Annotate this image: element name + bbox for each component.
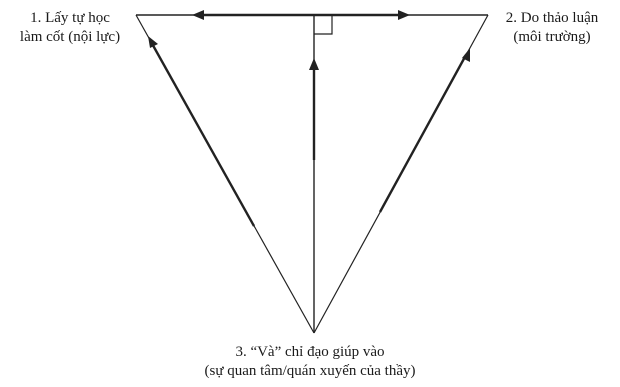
label-self-study-line1: 1. Lấy tự học (30, 10, 110, 26)
label-discussion: 2. Do thảo luận (môi trường) (484, 9, 620, 47)
label-self-study-line2: làm cốt (nội lực) (19, 29, 121, 45)
arrowhead-left (192, 10, 204, 20)
label-guidance: 3. “Và” chỉ đạo giúp vào (sự quan tâm/qu… (160, 343, 460, 381)
arrowhead-right (398, 10, 410, 20)
right-edge-heavy (378, 54, 468, 213)
left-edge-heavy (148, 39, 256, 227)
label-self-study: 1. Lấy tự học làm cốt (nội lực) (2, 9, 138, 47)
arrowhead-right-edge (462, 48, 470, 62)
label-discussion-line1: 2. Do thảo luận (505, 10, 599, 26)
arrowhead-center (309, 58, 319, 70)
label-discussion-line2: (môi trường) (513, 29, 591, 45)
arrowhead-left-edge (148, 36, 158, 48)
right-angle-marker (314, 15, 333, 35)
label-guidance-line2: (sự quan tâm/quán xuyến của thầy) (204, 363, 416, 379)
label-guidance-line1: 3. “Và” chỉ đạo giúp vào (235, 344, 385, 360)
